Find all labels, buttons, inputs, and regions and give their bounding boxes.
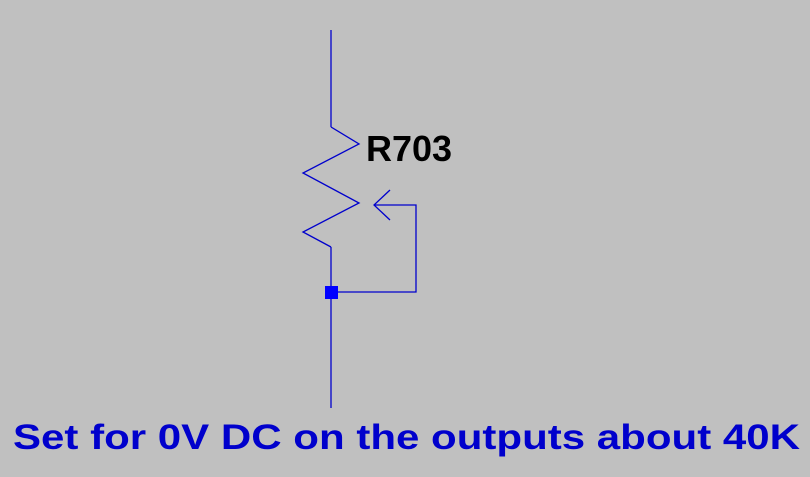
wiper-wire[interactable] [331,204,417,293]
junction-dot [325,286,338,299]
resistor-zigzag[interactable] [301,126,361,248]
component-reference-label: R703 [366,128,452,169]
annotation-note: Set for 0V DC on the outputs about 40K [13,418,800,457]
wiper-arrow-icon [373,189,391,221]
